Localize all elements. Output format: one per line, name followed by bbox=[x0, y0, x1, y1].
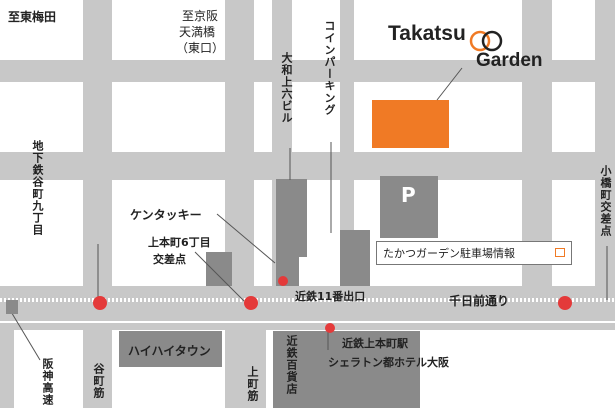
marker-kintetsu11 bbox=[278, 276, 288, 286]
brand-logo: Takatsu Garden bbox=[388, 22, 588, 82]
road-north bbox=[0, 60, 615, 82]
building-daiwa bbox=[276, 179, 307, 257]
label-tenmabashi: 天満橋 bbox=[179, 25, 216, 39]
road-far-east bbox=[595, 0, 615, 290]
parking-p-icon: P bbox=[401, 183, 416, 207]
building-parking bbox=[380, 176, 438, 238]
label-daiwa: 大和上六ビル bbox=[280, 52, 293, 124]
marker-uehonmachi6 bbox=[244, 296, 258, 310]
brand-line1: Takatsu bbox=[388, 22, 466, 45]
brand-line2: Garden bbox=[476, 50, 543, 71]
building-hyakkaten bbox=[273, 331, 321, 408]
parking-info-link[interactable]: たかつガーデン駐車場情報 bbox=[376, 241, 572, 265]
label-higashiguchi: （東口） bbox=[176, 41, 225, 55]
label-uehonmachi6: 上本町6丁目 bbox=[148, 236, 211, 249]
label-kousaten: 交差点 bbox=[153, 253, 186, 266]
label-coinparking: コインパーキング bbox=[323, 20, 336, 116]
building-takatsu-garden bbox=[372, 100, 449, 148]
label-uemachi: 上町筋 bbox=[246, 366, 259, 402]
label-sheraton: シェラトン都ホテル大阪 bbox=[328, 356, 449, 369]
label-sennichimae: 千日前通り bbox=[449, 294, 510, 308]
building-coinparking bbox=[340, 230, 370, 286]
road-mid bbox=[0, 152, 615, 180]
logo-ring-1 bbox=[469, 30, 491, 52]
marker-kintetsu-station bbox=[325, 323, 335, 333]
road-hanshin bbox=[0, 330, 14, 408]
label-kobashi: 小橋町交差点 bbox=[599, 165, 612, 237]
label-tanimachi: 谷町筋 bbox=[92, 363, 105, 399]
label-hanshin: 阪神高速 bbox=[41, 358, 54, 406]
label-shitoumeda: 至東梅田 bbox=[8, 10, 57, 24]
label-kintetsuhyakka: 近鉄百貨店 bbox=[285, 335, 298, 395]
building-corner bbox=[206, 252, 232, 286]
building-kintetsu-east bbox=[320, 331, 420, 408]
external-link-icon bbox=[555, 248, 565, 257]
label-kintetsueki: 近鉄上本町駅 bbox=[342, 337, 408, 350]
road-uemachi bbox=[236, 330, 266, 408]
label-chikatetsu: 地下鉄谷町九丁目 bbox=[31, 140, 44, 236]
logo-ring-2 bbox=[481, 30, 503, 52]
label-kintetsu11: 近鉄11番出口 bbox=[295, 290, 366, 303]
label-kentucky: ケンタッキー bbox=[130, 208, 202, 222]
marker-kobashi bbox=[558, 296, 572, 310]
label-highhigh: ハイハイタウン bbox=[128, 344, 211, 358]
building-highhigh bbox=[119, 331, 222, 367]
parking-info-label: たかつガーデン駐車場情報 bbox=[383, 247, 515, 260]
marker-tanimachi9 bbox=[93, 296, 107, 310]
label-shikyohan: 至京阪 bbox=[182, 9, 219, 23]
